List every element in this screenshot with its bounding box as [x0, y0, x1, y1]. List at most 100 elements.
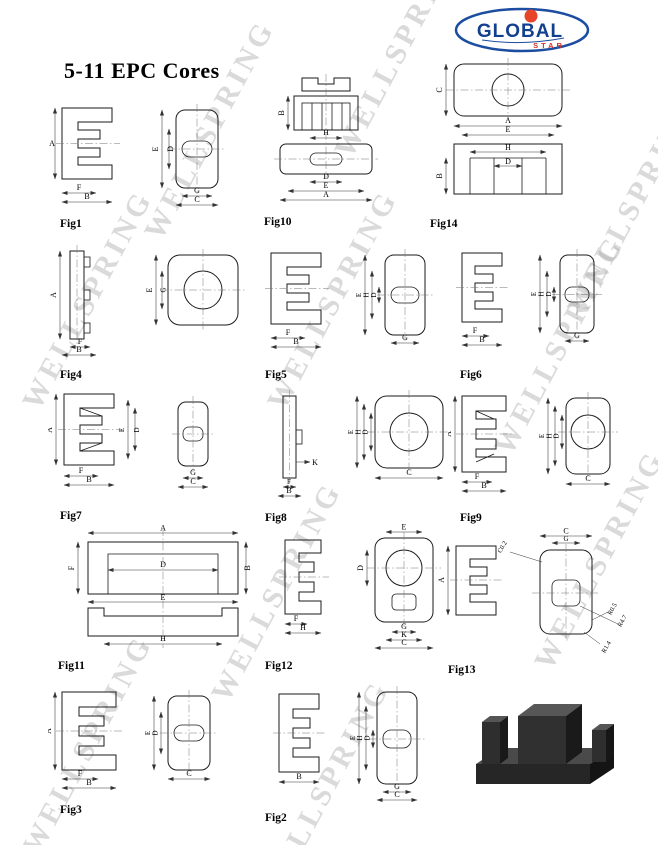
fig8-drawing: K F B E H D C — [277, 390, 451, 499]
dim-label: C — [435, 87, 444, 92]
figure-label: Fig8 — [265, 512, 287, 524]
dim-label: E — [506, 125, 511, 134]
dim-label: B — [296, 772, 301, 781]
callout-label: C0.2 — [497, 540, 509, 554]
dim-label: H — [363, 292, 371, 297]
dim-label: A — [323, 190, 329, 199]
core-3d-image — [448, 686, 638, 806]
dim-label: B — [86, 778, 91, 787]
fig5-drawing: F B E H D G — [265, 249, 433, 350]
dim-label: D — [545, 291, 553, 296]
dim-label: H — [546, 433, 554, 438]
figure-fig3: A E D F B C Fig3 — [44, 682, 238, 816]
dim-label: K — [401, 630, 407, 639]
figure-label: Fig7 — [60, 510, 82, 522]
dim-label: C — [394, 790, 399, 799]
dim-label: B — [481, 481, 486, 490]
dim-label: H — [356, 735, 364, 740]
figure-label: Fig6 — [460, 369, 482, 381]
dim-label: D — [166, 146, 175, 152]
dim-label: K — [312, 458, 318, 467]
logo-swoosh — [481, 37, 565, 44]
fig13-drawing: A C G C0.2 R0.5 R4.7 R1.4 — [437, 527, 629, 655]
fig14-drawing: C A E H D B — [435, 58, 570, 195]
fig12-drawing: F H E D G K C — [279, 523, 441, 651]
dim-label: G — [574, 331, 580, 340]
figure-label: Fig4 — [60, 369, 82, 381]
dim-label: E — [347, 430, 355, 434]
dim-label: C — [563, 527, 568, 536]
figure-label: Fig10 — [264, 216, 292, 228]
fig10-drawing: B H D E A — [274, 74, 378, 203]
dim-label: C — [194, 195, 199, 204]
page-title: 5-11 EPC Cores — [64, 58, 220, 83]
dim-label: F — [294, 614, 299, 623]
figure-fig13: A C G C0.2 R0.5 R4.7 R1.4 Fig13 — [436, 524, 651, 677]
figure-label: Fig1 — [60, 218, 82, 230]
figure-label: Fig9 — [460, 512, 482, 524]
dim-label: B — [293, 337, 298, 346]
dim-label: E — [144, 731, 152, 735]
dim-label: A — [437, 577, 446, 583]
fig9-drawing: A F B E H D C — [444, 392, 618, 494]
dim-label: F — [78, 769, 83, 778]
dim-label: F — [473, 326, 478, 335]
dim-label: G — [402, 333, 408, 342]
dim-label: C — [190, 477, 195, 486]
dim-label: B — [86, 475, 91, 484]
figure-label: Fig13 — [448, 664, 476, 676]
dim-label: E — [324, 181, 329, 190]
dim-label: B — [286, 486, 291, 495]
fig6-drawing: F B E H D G — [456, 249, 602, 348]
dim-label: F — [287, 478, 291, 486]
dim-label: D — [364, 735, 372, 740]
figure-label: Fig3 — [60, 804, 82, 816]
logo-graphic: GLOBAL STAR — [454, 7, 590, 53]
figure-fig12: F H E D G K C Fig12 — [253, 523, 453, 672]
dim-label: H — [160, 634, 166, 643]
dim-label: D — [152, 730, 160, 735]
fig4-drawing: A E G F B — [49, 245, 246, 358]
dim-label: B — [479, 335, 484, 344]
dim-label: D — [370, 292, 378, 297]
dim-label: D — [553, 433, 561, 438]
figure-label: Fig14 — [430, 218, 458, 230]
figure-fig14: C A E H D B Fig14 — [418, 58, 598, 230]
dim-label: C — [406, 468, 411, 477]
dim-label: A — [49, 292, 58, 298]
logo-sub: STAR — [533, 41, 565, 50]
dim-label: E — [349, 736, 357, 740]
fig7-drawing: A E D F B G C — [45, 393, 214, 490]
dim-label: H — [505, 143, 511, 152]
figure-fig4: A E G F B Fig4 — [48, 243, 248, 381]
dim-label: A — [48, 427, 54, 433]
dim-label: E — [161, 593, 166, 602]
fig11-drawing: A D F B E H — [67, 524, 252, 648]
dim-label: A — [505, 116, 511, 125]
dim-label: A — [48, 728, 53, 734]
dim-label: F — [78, 337, 83, 346]
dim-label: B — [277, 110, 286, 115]
dim-label: D — [356, 565, 365, 571]
fig1-drawing: A F B E D G C — [49, 104, 226, 208]
dim-label: F — [67, 565, 76, 570]
dim-label: B — [243, 565, 252, 570]
dim-label: C — [585, 474, 590, 483]
dim-label: B — [435, 173, 444, 178]
dim-label: H — [300, 623, 306, 632]
figure-fig7: A E D F B G C Fig7 — [45, 386, 248, 522]
dim-label: E — [530, 292, 538, 296]
figure-fig8: K F B E H D C Fig8 — [253, 386, 453, 524]
logo-ball-icon — [524, 9, 538, 23]
global-star-logo: GLOBAL STAR — [452, 6, 592, 59]
dim-label: E — [538, 434, 546, 438]
figure-fig5: F B E H D G Fig5 — [253, 243, 443, 381]
fig3-drawing: A E D F B C — [44, 690, 218, 791]
figure-fig11: A D F B E H Fig11 — [46, 524, 276, 673]
dim-label: A — [49, 139, 55, 148]
dim-label: F — [79, 466, 84, 475]
callout-label: R1.4 — [601, 639, 614, 654]
figure-fig2: B E H D G C Fig2 — [253, 682, 443, 824]
dim-label: B — [84, 192, 89, 201]
